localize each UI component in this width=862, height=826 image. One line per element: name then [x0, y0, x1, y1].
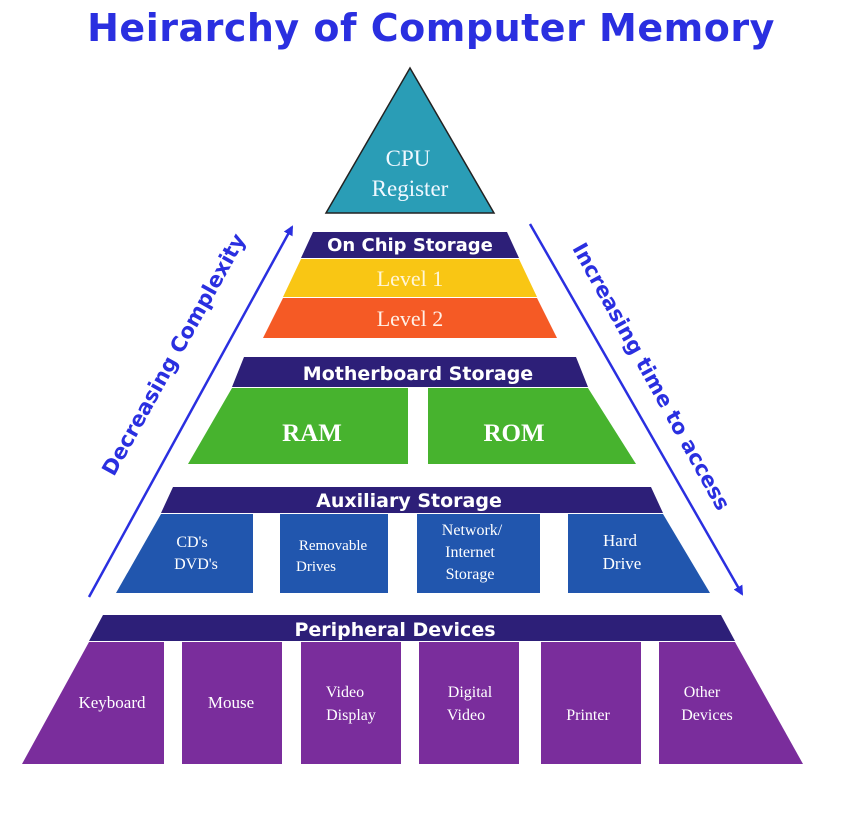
peripheral-digital-video-line2: Video — [447, 707, 485, 724]
peripheral-printer — [541, 642, 641, 764]
aux-network-line3: Storage — [446, 566, 495, 583]
diagram-title: Heirarchy of Computer Memory — [87, 6, 775, 50]
aux-removable-drives-line1: Removable — [299, 538, 368, 554]
motherboard-storage-label: Motherboard Storage — [303, 363, 533, 385]
peripheral-keyboard — [22, 642, 164, 764]
peripheral-printer-line1: Printer — [566, 707, 610, 724]
peripheral-mouse-line1: Mouse — [208, 693, 254, 712]
rom-block — [428, 388, 636, 464]
peripheral-mouse — [182, 642, 282, 764]
ram-block — [188, 388, 408, 464]
level-1-cache — [283, 259, 537, 297]
peripheral-other-devices-line1: Other — [684, 684, 721, 701]
aux-cds-dvds — [116, 514, 253, 593]
aux-removable-drives-line2: Drives — [296, 559, 336, 575]
rom-label: ROM — [483, 420, 544, 447]
aux-cds-dvds-line1: CD's — [176, 534, 207, 551]
aux-hard-drive-line2: Drive — [603, 554, 642, 573]
peripheral-digital-video — [419, 642, 519, 764]
peripheral-other-devices-line2: Devices — [681, 707, 733, 724]
ram-label: RAM — [282, 420, 342, 447]
peripheral-other-devices — [659, 642, 803, 764]
aux-network-line1: Network/ — [442, 522, 503, 539]
aux-network-line2: Internet — [445, 544, 495, 561]
level-2-label: Level 2 — [377, 306, 444, 331]
peripheral-video-display — [301, 642, 401, 764]
on-chip-storage-label: On Chip Storage — [327, 235, 493, 256]
auxiliary-storage-label: Auxiliary Storage — [316, 490, 502, 512]
peripheral-devices-header — [89, 615, 735, 641]
aux-cds-dvds-line2: DVD's — [174, 556, 218, 573]
cpu-register-tier — [324, 66, 496, 214]
level-2-cache — [263, 298, 557, 338]
peripheral-digital-video-line1: Digital — [448, 684, 493, 701]
aux-removable-drives — [280, 514, 388, 593]
increasing-time-label: Increasing time to access — [567, 239, 734, 515]
decreasing-complexity-arrow — [87, 225, 294, 598]
increasing-time-arrow — [528, 223, 744, 596]
auxiliary-storage-header — [161, 487, 663, 513]
peripheral-devices-label: Peripheral Devices — [294, 619, 495, 641]
aux-network-internet-storage — [417, 514, 540, 593]
cpu-label-line2: Register — [372, 176, 449, 201]
motherboard-storage-header — [232, 357, 588, 387]
on-chip-storage-header — [301, 232, 519, 258]
aux-hard-drive — [568, 514, 710, 593]
level-1-label: Level 1 — [377, 266, 444, 291]
peripheral-video-display-line1: Video — [326, 684, 364, 701]
peripheral-keyboard-line1: Keyboard — [78, 693, 146, 712]
peripheral-video-display-line2: Display — [326, 707, 376, 724]
aux-hard-drive-line1: Hard — [603, 531, 637, 550]
cpu-label-line1: CPU — [386, 146, 431, 171]
